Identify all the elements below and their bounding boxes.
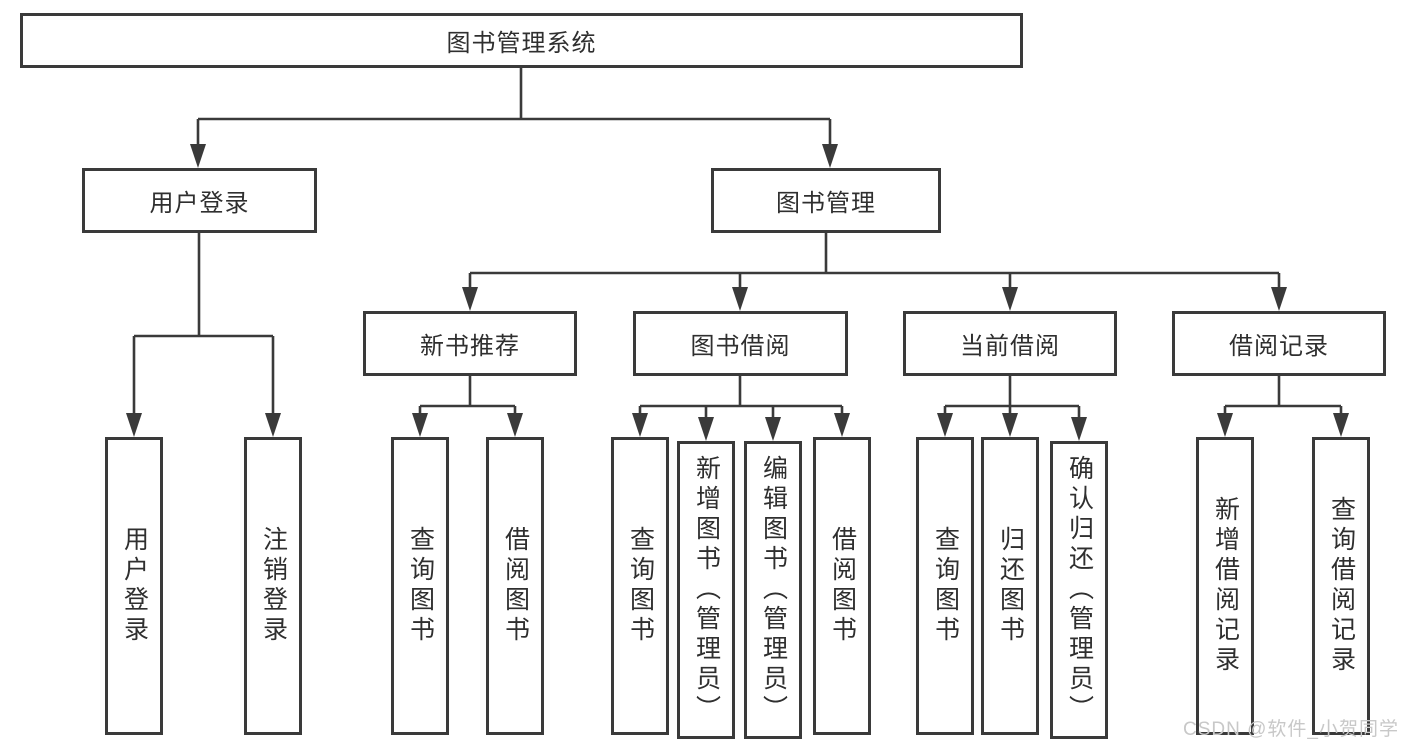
csdn-watermark: CSDN @软件_小贺同学 <box>1183 719 1399 740</box>
node-current-borrow: 当前借阅 <box>903 311 1117 376</box>
leaf-borrow-book-2: 借阅图书 <box>813 437 871 735</box>
leaf-user-login-label: 用户登录 <box>120 526 149 646</box>
node-library-system: 图书管理系统 <box>20 13 1023 68</box>
node-book-borrow: 图书借阅 <box>633 311 848 376</box>
leaf-borrow-book-1-label: 借阅图书 <box>501 526 530 646</box>
leaf-query-book-1-label: 查询图书 <box>406 526 435 646</box>
node-borrow-record: 借阅记录 <box>1172 311 1386 376</box>
leaf-query-book-3: 查询图书 <box>916 437 974 735</box>
leaf-add-borrow-record: 新增借阅记录 <box>1196 437 1254 735</box>
leaf-logout: 注销登录 <box>244 437 302 735</box>
connector-lines <box>132 68 1343 419</box>
leaf-edit-book-admin-label: 编辑图书（管理员） <box>759 455 788 725</box>
leaf-borrow-book-2-label: 借阅图书 <box>828 526 857 646</box>
leaf-add-book-admin-label: 新增图书（管理员） <box>692 455 721 725</box>
leaf-add-borrow-record-label: 新增借阅记录 <box>1211 496 1240 676</box>
leaf-return-book-label: 归还图书 <box>996 526 1025 646</box>
node-new-book-recommend: 新书推荐 <box>363 311 577 376</box>
node-user-login-label: 用户登录 <box>149 190 250 217</box>
leaf-return-book: 归还图书 <box>981 437 1039 735</box>
leaf-query-book-2-label: 查询图书 <box>626 526 655 646</box>
leaf-add-book-admin: 新增图书（管理员） <box>677 441 735 739</box>
leaf-confirm-return-admin: 确认归还（管理员） <box>1050 441 1108 739</box>
node-book-management: 图书管理 <box>711 168 941 233</box>
leaf-query-borrow-record: 查询借阅记录 <box>1312 437 1370 735</box>
leaf-query-book-2: 查询图书 <box>611 437 669 735</box>
connector-arrowheads <box>126 144 1349 441</box>
node-book-management-label: 图书管理 <box>776 190 876 217</box>
leaf-edit-book-admin: 编辑图书（管理员） <box>744 441 802 739</box>
leaf-query-book-1: 查询图书 <box>391 437 449 735</box>
node-current-borrow-label: 当前借阅 <box>960 333 1060 360</box>
node-borrow-record-label: 借阅记录 <box>1229 333 1329 360</box>
node-library-system-label: 图书管理系统 <box>446 30 597 57</box>
node-new-book-recommend-label: 新书推荐 <box>420 333 520 360</box>
node-user-login: 用户登录 <box>82 168 317 233</box>
leaf-query-book-3-label: 查询图书 <box>931 526 960 646</box>
leaf-query-borrow-record-label: 查询借阅记录 <box>1327 496 1356 676</box>
leaf-borrow-book-1: 借阅图书 <box>486 437 544 735</box>
leaf-user-login: 用户登录 <box>105 437 163 735</box>
leaf-confirm-return-admin-label: 确认归还（管理员） <box>1065 455 1094 725</box>
node-book-borrow-label: 图书借阅 <box>690 333 791 360</box>
leaf-logout-label: 注销登录 <box>259 526 288 646</box>
